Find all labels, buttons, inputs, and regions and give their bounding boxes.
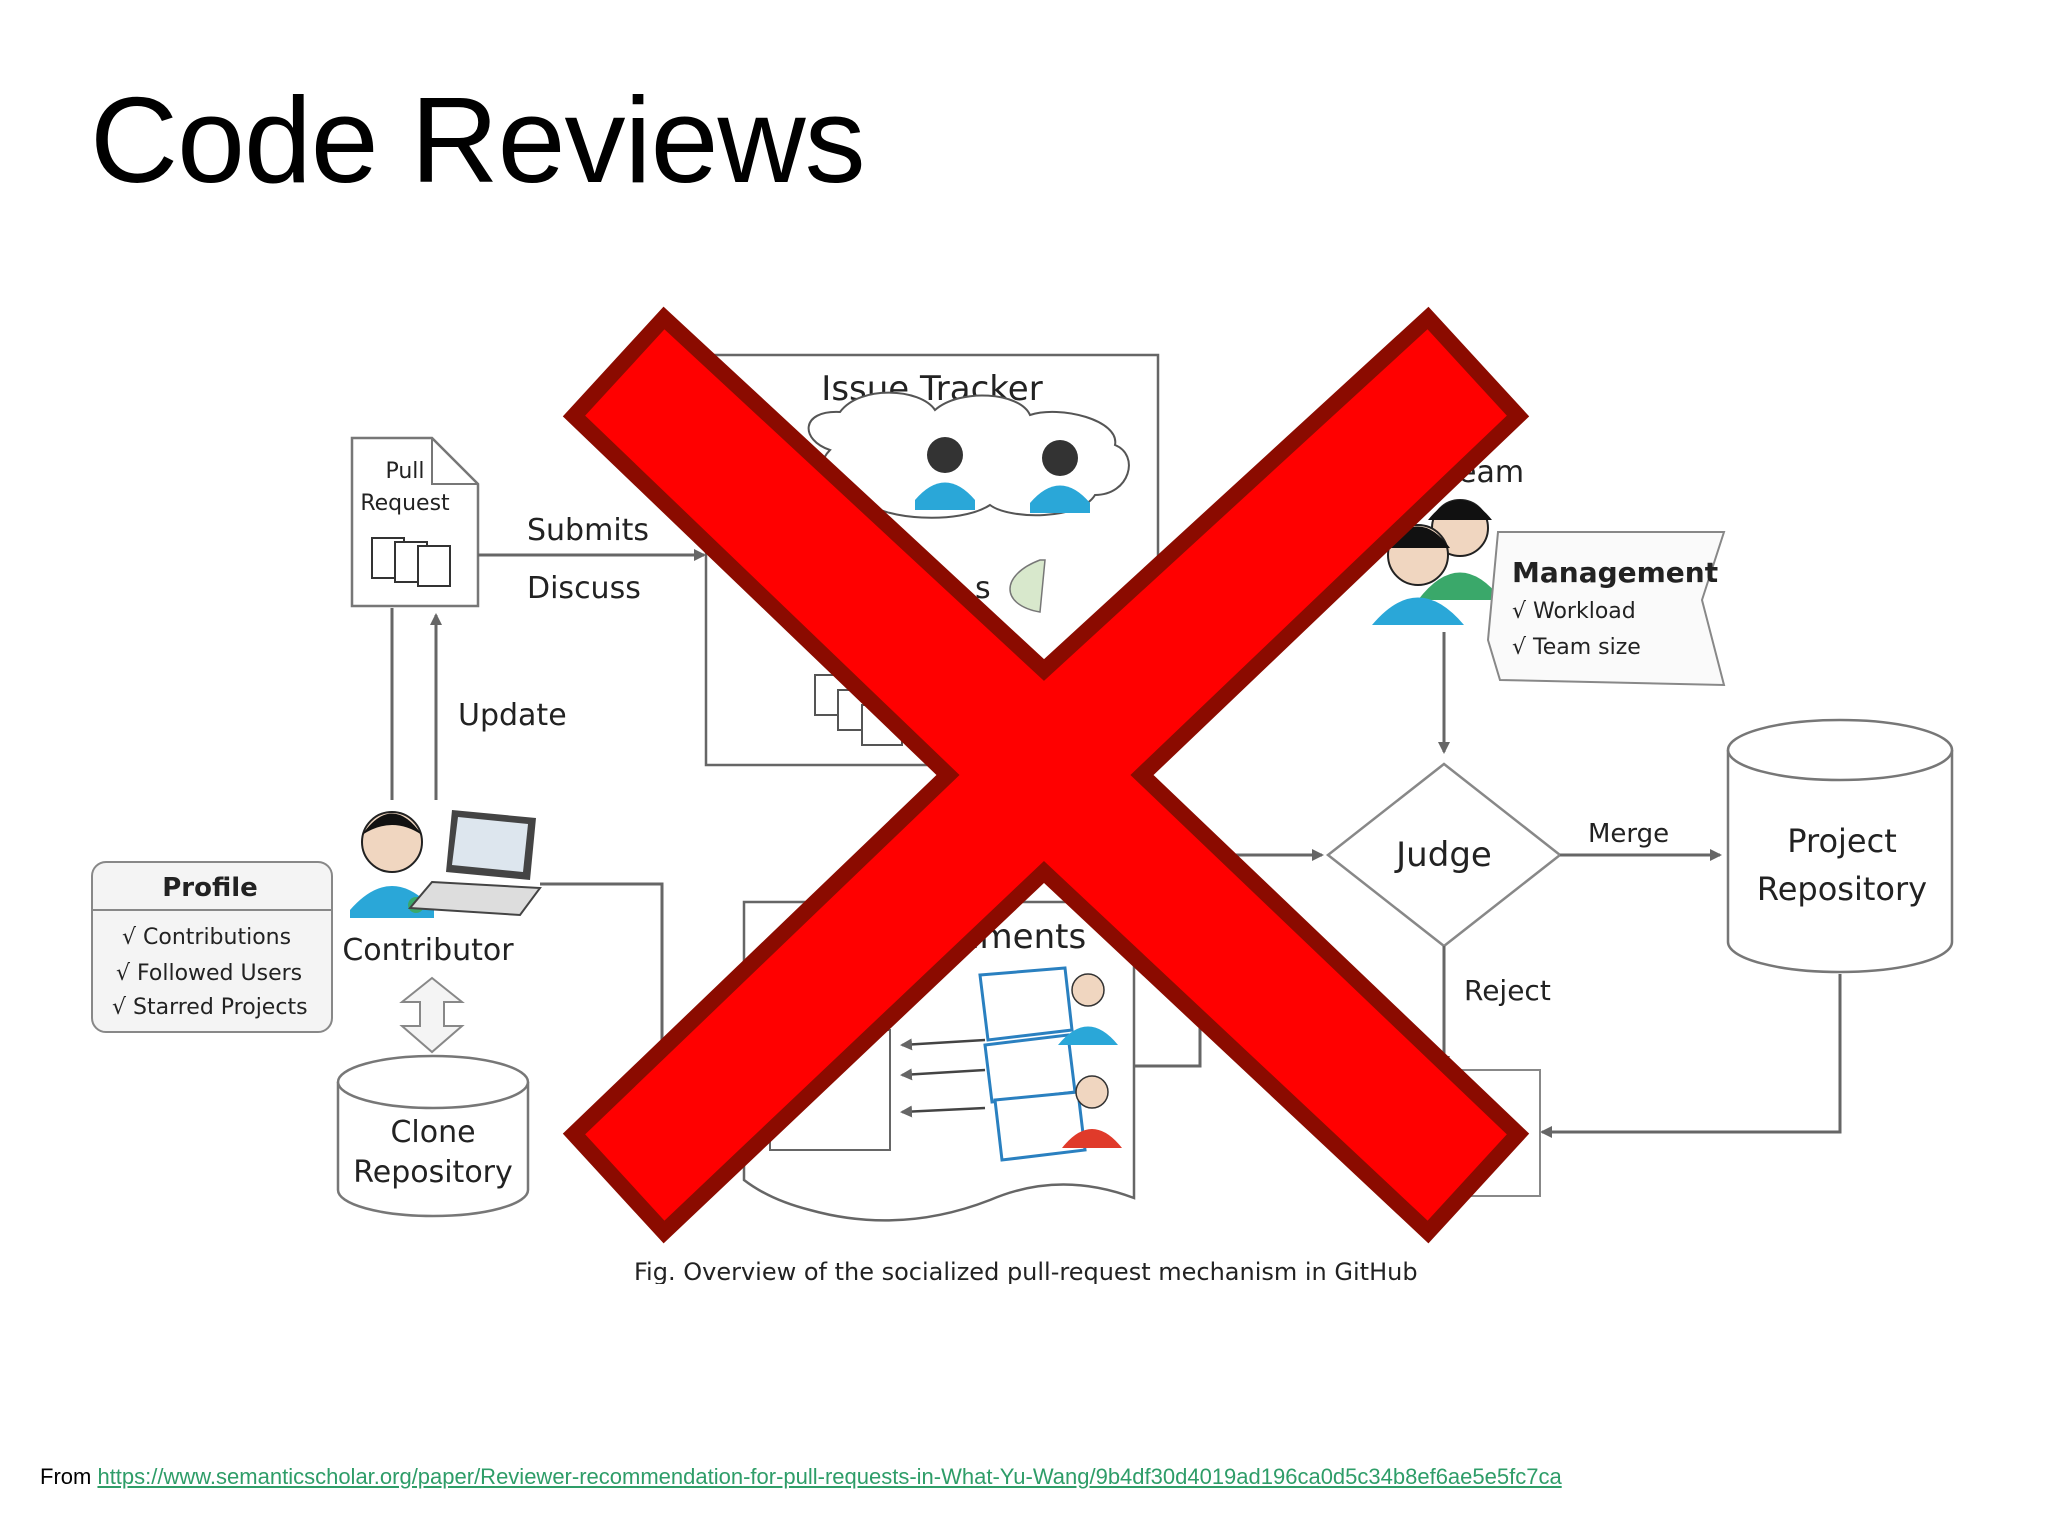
judge-decision: Judge (1325, 762, 1563, 948)
judge-label: Judge (1394, 835, 1492, 875)
reviewer-icon (1062, 1075, 1122, 1148)
management-item: √ Team size (1512, 635, 1641, 660)
management-title: Management (1512, 556, 1718, 589)
project-repository-label: Repository (1757, 870, 1927, 908)
profile-item: √ Starred Projects (112, 995, 308, 1020)
source-prefix: From (40, 1464, 92, 1489)
pull-label: Pull (385, 459, 424, 484)
slide-title: Code Reviews (90, 72, 866, 208)
curved-arrow-icon (1009, 559, 1046, 613)
discuss-label: Discuss (527, 571, 641, 606)
profile-box: Profile √ Contributions √ Followed Users… (91, 861, 333, 1033)
management-item: √ Workload (1512, 599, 1636, 624)
project-label: Project (1787, 822, 1896, 860)
request-label: Request (360, 491, 450, 516)
project-repository-cylinder: Project Repository (1726, 718, 1954, 974)
clone-repository-cylinder: Clone Repository (336, 1054, 530, 1218)
team-icon (1372, 499, 1502, 625)
repo-to-closed-arrow (1540, 974, 1842, 1138)
figure-caption: Fig. Overview of the socialized pull-req… (634, 1258, 1418, 1286)
merge-label: Merge (1588, 819, 1669, 849)
profile-item: √ Followed Users (116, 961, 302, 986)
contributor-icon (350, 811, 434, 918)
management-box: Management √ Workload √ Team size (1486, 531, 1726, 687)
source-link[interactable]: https://www.semanticscholar.org/paper/Re… (97, 1464, 1562, 1489)
update-label: Update (458, 698, 567, 733)
clone-label: Clone (390, 1115, 475, 1150)
issues-label-partial: s (975, 571, 991, 606)
reviewer-icon (1058, 973, 1118, 1045)
contributor-label: Contributor (342, 933, 514, 968)
developer-icon (1030, 440, 1090, 513)
cross-mark-icon (562, 306, 1530, 1244)
submits-label: Submits (527, 513, 649, 548)
repository-label: Repository (353, 1155, 513, 1190)
pull-request-document: Pull Request (350, 436, 480, 608)
sync-double-arrow-icon (399, 976, 465, 1054)
source-footer: From https://www.semanticscholar.org/pap… (40, 1464, 1562, 1490)
profile-title: Profile (162, 873, 258, 903)
laptop-icon (407, 810, 542, 917)
reject-label: Reject (1464, 974, 1551, 1007)
profile-item: √ Contributions (122, 925, 291, 950)
comment-notes-icon (978, 966, 1087, 1162)
developer-icon (915, 437, 975, 510)
